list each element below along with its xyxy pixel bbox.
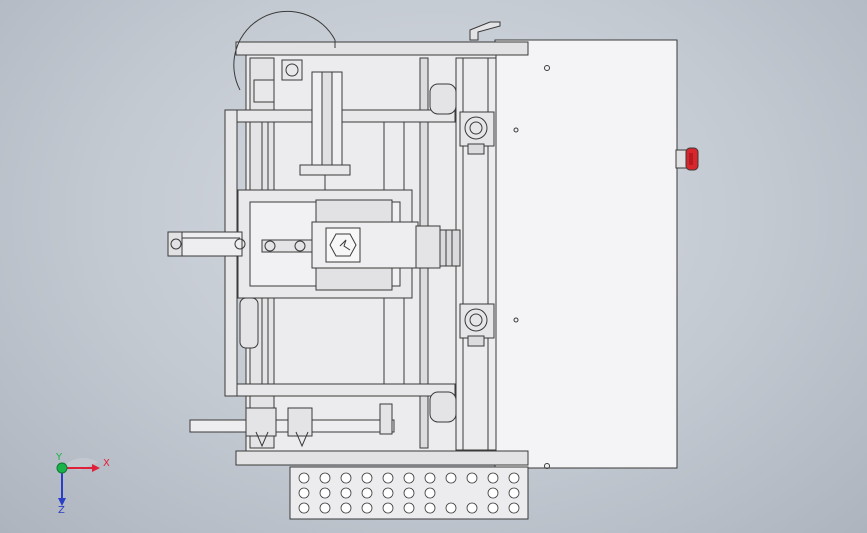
y-axis-dot: [56, 462, 68, 474]
tray-hole: [319, 472, 331, 484]
tray-hole: [403, 502, 415, 514]
tray-hole: [340, 487, 352, 499]
tray-hole: [508, 472, 520, 484]
tray-hole: [445, 472, 457, 484]
tray-hole: [466, 502, 478, 514]
tray-hole: [487, 502, 499, 514]
tray-hole: [361, 502, 373, 514]
bottom-rail: [235, 450, 529, 466]
tray-hole: [298, 472, 310, 484]
motor-label-plate: [325, 227, 361, 263]
tray-hole: [487, 472, 499, 484]
tray-hole: [298, 502, 310, 514]
tray-hole: [361, 472, 373, 484]
tray-hole: [319, 487, 331, 499]
tray-hole: [487, 487, 499, 499]
top-disc-arc: [233, 10, 336, 91]
perforated-tray: [289, 466, 529, 520]
tray-hole: [382, 472, 394, 484]
tray-hole: [424, 502, 436, 514]
tray-hole: [445, 502, 457, 514]
tray-hole: [466, 472, 478, 484]
coordinate-triad: X Y Z: [50, 452, 120, 518]
z-axis-label: Z: [58, 505, 65, 516]
tray-hole: [424, 472, 436, 484]
left-wheel: [239, 297, 259, 349]
tray-hole: [298, 487, 310, 499]
lower-crossbar: [224, 383, 456, 397]
side-panel: [494, 39, 678, 469]
tray-hole: [424, 487, 436, 499]
tray-hole: [382, 502, 394, 514]
tray-hole: [382, 487, 394, 499]
tray-hole: [361, 487, 373, 499]
tray-hole: [403, 487, 415, 499]
upper-gearbox: [459, 111, 495, 147]
top-rail: [235, 41, 529, 56]
x-axis-label: X: [103, 458, 110, 469]
y-axis-label: Y: [56, 452, 63, 463]
tray-hole: [508, 487, 520, 499]
tray-hole: [340, 472, 352, 484]
emergency-stop-button[interactable]: [675, 147, 699, 171]
lower-gearbox: [459, 303, 495, 339]
tray-hole: [340, 502, 352, 514]
tray-hole: [319, 502, 331, 514]
tray-hole: [508, 502, 520, 514]
top-clamp-handle: [469, 21, 501, 41]
tray-hole: [403, 472, 415, 484]
